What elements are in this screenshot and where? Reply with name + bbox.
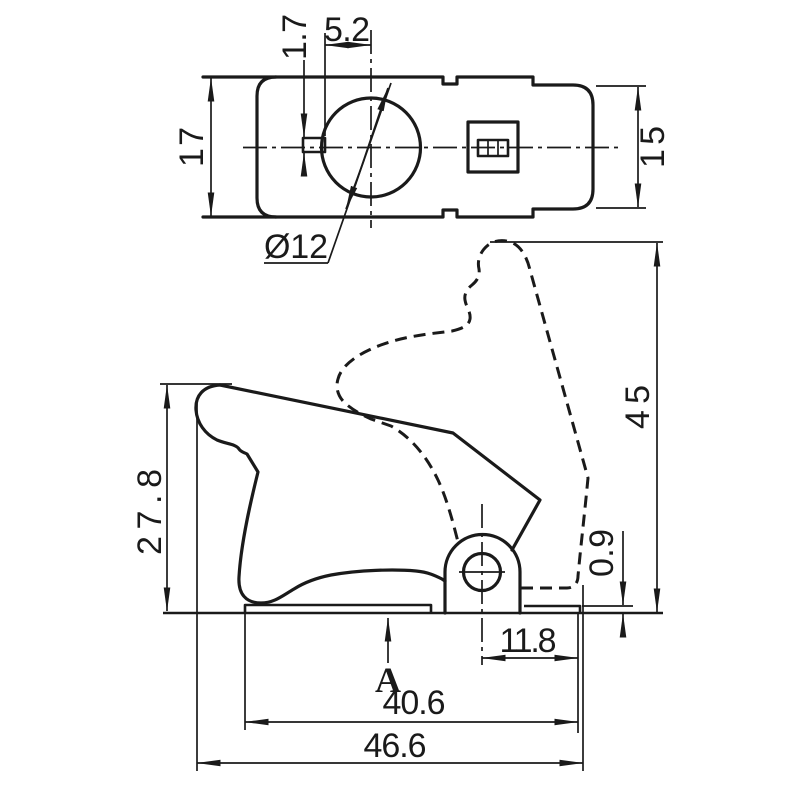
cover-open-outline [335,239,590,590]
flange-right [524,604,582,613]
dim-46-6-text: 46.6 [364,727,427,765]
dim-1-7-text: 1.7 [276,14,314,60]
keyway-slot [301,136,327,154]
dim-27-8-text: 27.8 [131,469,169,555]
top-view: 17 15 5.2 1.7 Ø12 [173,11,672,266]
datum-a-text: A [375,660,401,700]
dia-12-arrow-lower [345,159,365,210]
dim-5-2-text: 5.2 [324,11,370,49]
cover-closed-outline [194,383,447,605]
side-view: 27.8 45 0.9 11.8 A 40.6 46.6 [131,239,663,771]
dia-12-text: Ø12 [264,228,328,266]
dim-11-8-text: 11.8 [500,622,557,660]
dim-45-text: 45 [619,385,657,429]
dim-17-text: 17 [173,127,211,167]
cover-closed-top-edge [218,383,542,552]
flange-left [243,603,433,613]
dim-0-9-text: 0.9 [583,529,621,577]
dim-40-6-text: 40.6 [383,684,446,722]
dim-15-text: 15 [634,126,672,168]
